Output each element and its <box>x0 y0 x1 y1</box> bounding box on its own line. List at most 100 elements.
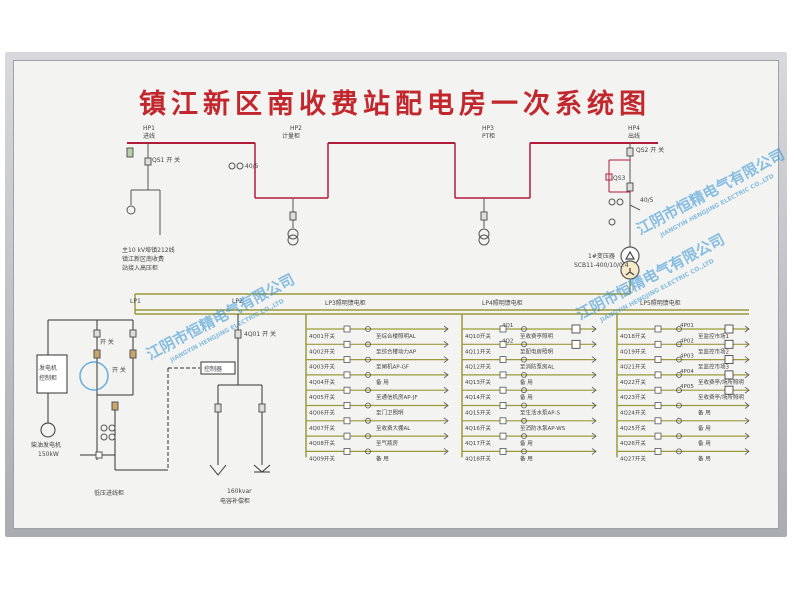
meter-box-icon <box>724 355 734 365</box>
feeder-switch-label: 4Q01开关 <box>309 332 335 340</box>
arrow-icon <box>744 448 750 455</box>
ct-icon <box>365 341 371 348</box>
breaker-icon <box>343 371 351 379</box>
diesel-label: 柴油发电机 <box>31 441 61 449</box>
arrow-icon <box>591 402 597 409</box>
lp1-low-voltage-incoming <box>36 319 200 471</box>
arrow-icon <box>591 417 597 425</box>
lp1-switch1: 开 关 <box>100 338 114 346</box>
feeder-switch-label: 4Q23开关 <box>620 393 646 401</box>
breaker-icon <box>343 417 351 425</box>
meter-box-icon <box>724 339 734 349</box>
feeder-switch-label: 4Q06开关 <box>309 409 335 417</box>
breaker-icon <box>499 386 507 394</box>
lp2-capacitor-panel <box>200 314 271 476</box>
feeder-switch-label: 4Q17开关 <box>465 439 491 447</box>
feeder-description: 至监控市场3 <box>698 363 730 371</box>
breaker-icon <box>654 386 662 394</box>
feeder-switch-label: 4Q09开关 <box>309 454 335 462</box>
diesel-rating: 150kW <box>38 451 59 458</box>
feeder-switch-label: 4Q18开关 <box>620 332 646 340</box>
meter-box-icon <box>724 370 734 380</box>
hp4-name: 出线 <box>628 132 640 140</box>
feeder-labels: 4Q01开关至综合楼照明AL4Q02开关至综合楼动力AP4Q03开关至闸机AP-… <box>309 323 744 462</box>
arrow-icon <box>744 402 750 409</box>
feeder-description: 至收费亭照明 <box>520 332 554 340</box>
arrow-icon <box>744 356 750 363</box>
feeder-description: 备 用 <box>520 454 533 462</box>
hp2-name: 计量柜 <box>282 132 300 140</box>
lv-labels: LP1 LP2 LP3照明馈电柜 LP4照明馈电柜 LP5照明馈电柜 发电机 控… <box>31 298 681 505</box>
ct-icon <box>365 356 371 363</box>
feeder-description: 至收费大棚AL <box>376 424 411 432</box>
hp2-id: HP2 <box>290 125 302 132</box>
pt-transformer-hp3 <box>478 211 490 246</box>
ct-icon <box>521 371 527 378</box>
feeder-description: 备 用 <box>376 378 389 386</box>
feeder-description: 至综合楼动力AP <box>376 347 417 355</box>
ats-box-line2: 控制柜 <box>39 374 57 382</box>
ct-icon <box>365 417 371 424</box>
breaker-icon <box>343 432 351 440</box>
meter-box-icon <box>724 385 734 395</box>
ct-icon <box>676 341 682 348</box>
feeder-switch-label: 4Q05开关 <box>309 393 335 401</box>
feeder-description: 至通信机房AP-JF <box>376 393 418 401</box>
ct-ratio-label-2: 40/5 <box>640 197 654 204</box>
arrow-icon <box>443 432 449 440</box>
breaker-icon <box>499 432 507 440</box>
capacitor-caption: 电容补偿柜 <box>220 497 250 505</box>
lp1-switch2: 开 关 <box>112 366 126 374</box>
feeder-description: 至监控市场2 <box>698 347 729 355</box>
incoming-note-2: 镇江新区南收费 <box>122 255 164 263</box>
feeder-description: 至监控市场1 <box>698 332 729 340</box>
feeder-description: 备 用 <box>698 439 711 447</box>
feeder-switch-label: 4Q03开关 <box>309 363 335 371</box>
ct-icon <box>676 402 682 409</box>
ct-icon <box>521 326 527 332</box>
pt-transformer-hp2 <box>287 211 299 246</box>
ct-icon <box>365 402 371 409</box>
feeder-switch-label: 4Q15开关 <box>465 409 491 417</box>
ct-icon <box>676 326 682 332</box>
feeder-switch-label: 4Q18开关 <box>465 454 491 462</box>
feeder-switch-label: 4Q08开关 <box>309 439 335 447</box>
feeder-description: 备 用 <box>698 454 711 462</box>
ct-ratio-label: 40/5 <box>245 163 259 170</box>
breaker-icon <box>654 432 662 440</box>
breaker-icon <box>654 325 662 333</box>
feeder-description: 至生活水泵AP-S <box>520 409 560 417</box>
qs3-label: QS3 <box>613 175 626 182</box>
ct-icon <box>521 341 527 348</box>
feeder-switch-label: 4Q22开关 <box>620 378 646 386</box>
qs1-label: QS1 开 关 <box>152 156 180 164</box>
hp3-name: PT柜 <box>482 132 495 140</box>
ct-icon <box>521 417 527 424</box>
arrow-icon <box>591 432 597 440</box>
arrow-icon <box>443 325 449 333</box>
qs2-label: QS2 开 关 <box>636 146 664 154</box>
logo-circle <box>79 361 109 391</box>
incoming-note-1: 主10 kV埠镇212线 <box>122 246 175 254</box>
main-transformer-icon <box>620 246 640 280</box>
breaker-icon <box>499 325 507 333</box>
feeder-code: 4Q1 <box>502 323 513 329</box>
arrow-icon <box>744 325 750 333</box>
breaker-icon <box>343 340 351 348</box>
feeder-switch-label: 4Q02开关 <box>309 347 335 355</box>
breaker-icon <box>654 417 662 425</box>
feeder-code: 4P02 <box>680 338 694 344</box>
feeder-description: 至气瓶房 <box>376 439 399 447</box>
hp1-id: HP1 <box>143 125 155 132</box>
hv-section <box>127 142 658 228</box>
ct-hp2 <box>228 162 244 170</box>
watermark-1: 江阴市恒精电气有限公司 <box>143 270 297 363</box>
arrow-icon <box>591 340 597 348</box>
lp2-switch: 4Q01 开 关 <box>244 330 276 338</box>
breaker-icon <box>499 402 507 409</box>
feeder-switch-label: 4Q26开关 <box>620 439 646 447</box>
feeder-switch-label: 4Q16开关 <box>465 424 491 432</box>
arrow-icon <box>443 417 449 425</box>
